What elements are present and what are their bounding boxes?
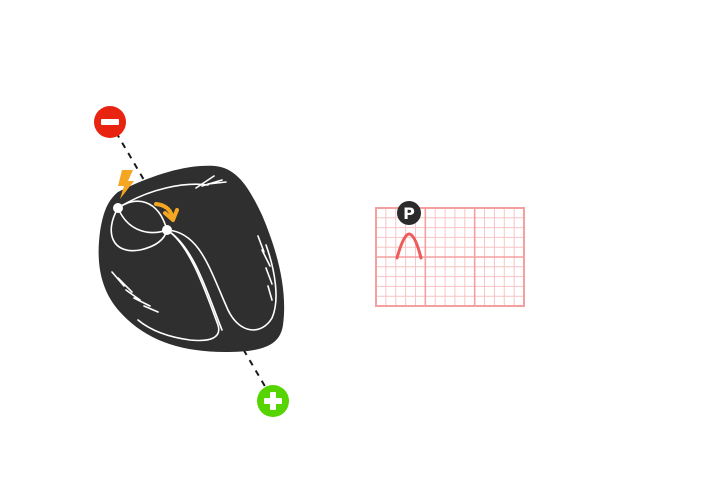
positive-electrode (257, 385, 289, 417)
atrial-branch (207, 181, 227, 185)
atrial-branch (195, 175, 215, 189)
minus-icon (101, 119, 119, 125)
lightning-bolt-icon (118, 170, 134, 199)
ecg-grid-border (375, 207, 525, 307)
conduction-pathways (110, 175, 277, 342)
ecg-major-grid (376, 208, 524, 306)
plus-icon (264, 392, 282, 410)
curved-arrow-icon (154, 202, 179, 222)
p-wave-label: P (403, 204, 415, 223)
internodal-tract (117, 207, 168, 234)
atrial-loop (110, 207, 168, 252)
ecg-grid (375, 207, 525, 307)
right-bundle-branch (137, 229, 220, 342)
negative-electrode (94, 106, 126, 138)
purkinje-fibers (111, 271, 159, 313)
sa-node (113, 203, 123, 213)
p-wave-badge: P (397, 201, 421, 225)
septal-fibers (169, 231, 223, 331)
left-bundle-branch (166, 229, 277, 331)
ecg-p-wave-trace (395, 232, 423, 260)
purkinje-fibers (257, 235, 273, 301)
av-node (162, 225, 172, 235)
heart-anatomy-icon (98, 165, 285, 352)
